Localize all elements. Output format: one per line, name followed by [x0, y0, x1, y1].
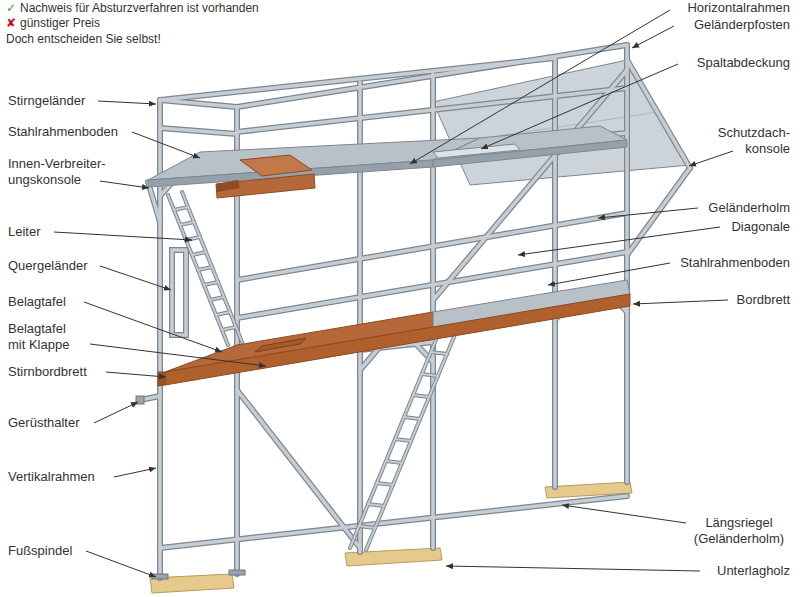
protective-roof — [433, 60, 690, 185]
part-label: Vertikalrahmen — [8, 469, 95, 485]
part-label: Belagtafel mit Klappe — [8, 321, 84, 353]
part-label: Stirnbordbrett — [8, 364, 87, 380]
part-label: Bordbrett — [737, 292, 790, 308]
part-label: Quergeländer — [8, 258, 88, 274]
part-label: Stahlrahmenboden — [680, 255, 790, 271]
part-label: Diagonale — [731, 219, 790, 235]
part-label: Horizontalrahmen — [687, 0, 790, 16]
note-text: günstiger Preis — [20, 16, 100, 30]
check-mark: ✓ — [6, 1, 16, 15]
cross-mark: ✘ — [6, 16, 16, 30]
part-label: Schutzdach- konsole — [700, 125, 790, 157]
note-text: Nachweis für Absturzverfahren ist vorhan… — [20, 1, 259, 15]
part-label: Geländerpfosten — [694, 17, 790, 33]
base-boards — [150, 482, 632, 593]
part-label: Unterlagholz — [717, 563, 790, 579]
part-label: Belagtafel — [8, 294, 66, 310]
part-label: Spaltabdeckung — [697, 55, 790, 71]
part-label: Fußspindel — [8, 543, 72, 559]
fittings — [136, 396, 245, 579]
part-label: Stirngeländer — [8, 93, 85, 109]
leader-lines — [54, 10, 733, 577]
part-label: Längsriegel (Geländerholm) — [683, 515, 795, 547]
scaffold-tubes — [140, 45, 690, 578]
lower-deck — [158, 280, 630, 386]
part-label: Leiter — [8, 224, 41, 240]
part-label: Geländerholm — [708, 200, 790, 216]
part-label: Innen-Verbreiter- ungskonsole — [8, 156, 126, 188]
part-label: Stahlrahmenboden — [8, 124, 118, 140]
part-label: Gerüsthalter — [8, 415, 80, 431]
note-text: Doch entscheiden Sie selbst! — [6, 32, 161, 46]
upper-deck — [148, 126, 627, 198]
